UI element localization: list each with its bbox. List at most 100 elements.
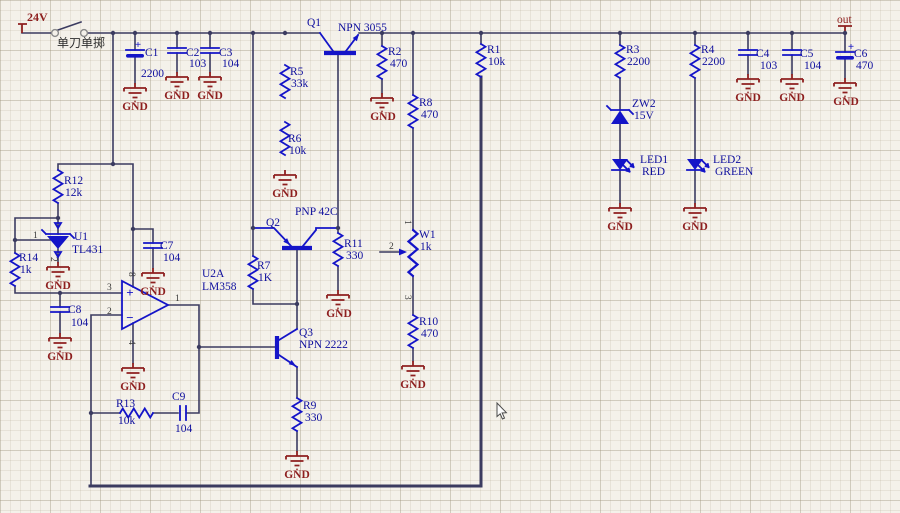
zener-zw2[interactable] xyxy=(605,104,635,124)
resistor-r3[interactable] xyxy=(614,44,626,79)
led1-ref: LED1 xyxy=(640,154,668,166)
r2-gnd-label: GND xyxy=(370,111,396,123)
c6-ref: C6 xyxy=(854,48,868,60)
r7-value: 1K xyxy=(258,272,273,284)
resistor-r10[interactable] xyxy=(407,314,419,349)
c7-value: 104 xyxy=(163,252,181,264)
resistor-r11[interactable] xyxy=(332,232,344,267)
capacitor-c4[interactable] xyxy=(738,49,758,56)
c4-value: 103 xyxy=(760,60,778,72)
spst-switch[interactable] xyxy=(50,20,89,38)
c8-gnd-label: GND xyxy=(47,351,73,363)
r2-ref: R2 xyxy=(388,46,402,58)
q2-type: PNP 42C xyxy=(295,206,338,218)
power-port-24v[interactable] xyxy=(18,23,27,33)
junction-dots xyxy=(12,30,848,416)
led1[interactable] xyxy=(611,158,635,173)
c2-value: 103 xyxy=(189,58,207,70)
zw2-ref: ZW2 xyxy=(632,98,656,110)
capacitor-c9[interactable] xyxy=(179,405,187,421)
r14-ref: R14 xyxy=(19,252,38,264)
r12-ref: R12 xyxy=(64,175,83,187)
resistor-r8[interactable] xyxy=(407,94,419,129)
w1-ref: W1 xyxy=(419,229,436,241)
c6-gnd-label: GND xyxy=(833,96,859,108)
c4-gnd-label: GND xyxy=(735,92,761,104)
transistor-q2[interactable] xyxy=(252,227,339,251)
capacitor-c6[interactable] xyxy=(835,51,855,61)
opamp-pin1: 1 xyxy=(175,294,180,304)
resistor-r12[interactable] xyxy=(52,169,64,204)
switch-label: 单刀单掷 xyxy=(57,35,105,50)
led1-gnd-label: GND xyxy=(607,221,633,233)
u2a-ref: U2A xyxy=(202,268,225,280)
c1-plus: + xyxy=(135,39,141,51)
r3-ref: R3 xyxy=(626,44,640,56)
capacitor-c3[interactable] xyxy=(200,47,220,54)
c5-ref: C5 xyxy=(800,48,814,60)
r13-value: 10k xyxy=(118,415,136,427)
capacitor-c2[interactable] xyxy=(167,47,187,54)
wire-segments xyxy=(14,32,846,488)
r9-gnd-label: GND xyxy=(284,469,310,481)
r6-value: 10k xyxy=(289,145,307,157)
r1-value: 10k xyxy=(488,56,506,68)
c9-ref: C9 xyxy=(172,391,186,403)
c8-value: 104 xyxy=(71,317,89,329)
r11-ref: R11 xyxy=(344,238,363,250)
r10-value: 470 xyxy=(421,328,439,340)
u1-ref: U1 xyxy=(74,231,88,243)
c2-gnd-label: GND xyxy=(164,90,190,102)
c7-ref: C7 xyxy=(160,240,174,252)
q1-ref: Q1 xyxy=(307,17,321,29)
led2[interactable] xyxy=(686,158,710,173)
led2-gnd-label: GND xyxy=(682,221,708,233)
transistor-q3[interactable] xyxy=(274,327,299,369)
r9-value: 330 xyxy=(305,412,323,424)
led1-value: RED xyxy=(642,166,665,178)
c2-ref: C2 xyxy=(186,47,200,59)
c1-value: 2200 xyxy=(141,68,164,80)
resistor-r2[interactable] xyxy=(376,45,388,80)
resistor-r4[interactable] xyxy=(689,44,701,79)
resistor-r5[interactable] xyxy=(279,64,291,99)
r6-ref: R6 xyxy=(288,133,302,145)
capacitor-c1[interactable] xyxy=(125,49,145,59)
c6-value: 470 xyxy=(856,60,874,72)
transistor-q1[interactable] xyxy=(318,31,360,56)
r12-value: 12k xyxy=(65,187,83,199)
opamp-pin4: 4 xyxy=(126,340,136,345)
r7-ref: R7 xyxy=(257,260,271,272)
zw2-value: 15V xyxy=(634,110,655,122)
opamp-plus: + xyxy=(126,285,133,300)
r4-ref: R4 xyxy=(701,44,715,56)
r2-value: 470 xyxy=(390,58,408,70)
capacitor-c8[interactable] xyxy=(50,306,70,313)
w1-pin2: 2 xyxy=(389,242,394,252)
supply-24v-label: 24V xyxy=(27,10,48,24)
led2-ref: LED2 xyxy=(713,154,741,166)
c3-gnd-label: GND xyxy=(197,90,223,102)
r13-ref: R13 xyxy=(116,398,135,410)
u1-pin2: 2 xyxy=(48,257,58,262)
resistor-r9[interactable] xyxy=(291,397,303,432)
c9-value: 104 xyxy=(175,423,193,435)
c1-gnd-label: GND xyxy=(122,101,148,113)
opamp-u2a[interactable] xyxy=(121,279,170,331)
shunt-reference-u1[interactable] xyxy=(40,222,76,259)
w1-value: 1k xyxy=(420,241,432,253)
u2a-type: LM358 xyxy=(202,281,237,293)
r10-gnd-label: GND xyxy=(400,379,426,391)
r4-value: 2200 xyxy=(702,56,725,68)
q3-type: NPN 2222 xyxy=(299,339,348,351)
potentiometer-w1[interactable] xyxy=(399,228,419,278)
opamp-pin8: 8 xyxy=(126,272,136,277)
c3-value: 104 xyxy=(222,58,240,70)
r5r6-gnd-label: GND xyxy=(272,188,298,200)
led2-value: GREEN xyxy=(715,166,754,178)
capacitor-c5[interactable] xyxy=(782,49,802,56)
resistor-r1[interactable] xyxy=(475,43,487,78)
